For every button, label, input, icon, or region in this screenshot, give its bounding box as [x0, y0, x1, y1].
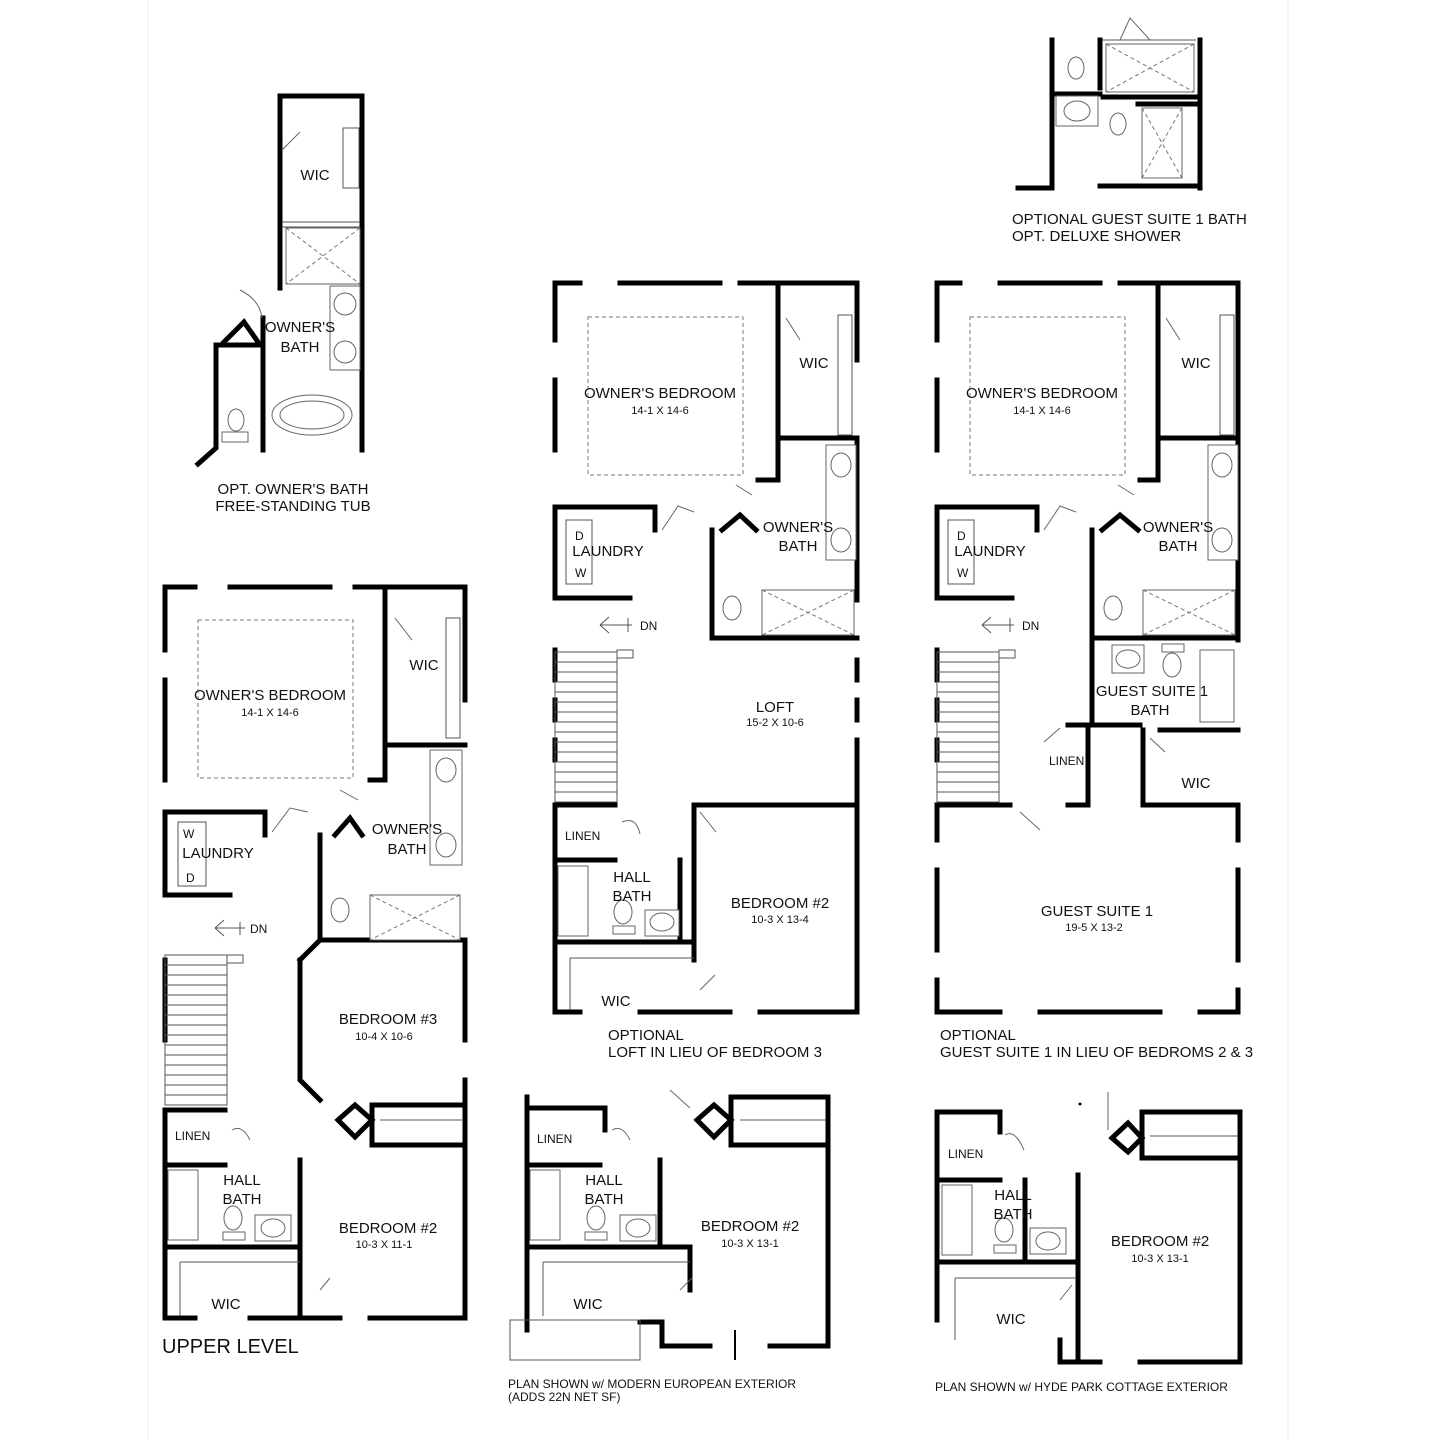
ul-owners-bath-label-1: OWNER'S: [372, 821, 442, 838]
loft-caption-2: LOFT IN LIEU OF BEDROOM 3: [608, 1044, 822, 1061]
loft-owners-bedroom-label: OWNER'S BEDROOM: [584, 385, 736, 402]
ul-owners-bath-label-2: BATH: [388, 841, 427, 858]
gs-owners-bedroom-label: OWNER'S BEDROOM: [966, 385, 1118, 402]
opt-owners-bath-caption-1: OPT. OWNER'S BATH: [218, 481, 369, 498]
hp-caption: PLAN SHOWN w/ HYDE PARK COTTAGE EXTERIOR: [935, 1380, 1228, 1394]
loft-owners-bath-label-1: OWNER'S: [763, 519, 833, 536]
gs-washer-label: W: [957, 566, 969, 580]
me-bedroom2-dim: 10-3 X 13-1: [721, 1238, 778, 1250]
loft-dim: 15-2 X 10-6: [746, 717, 803, 729]
me-hall-bath-label-1: HALL: [585, 1172, 623, 1189]
loft-caption-1: OPTIONAL: [608, 1027, 684, 1044]
gs-wic2-label: WIC: [1181, 775, 1210, 792]
me-caption-2: (ADDS 22N NET SF): [508, 1390, 620, 1404]
hp-hall-bath-label-1: HALL: [994, 1187, 1032, 1204]
guest-stairs: [936, 616, 1016, 803]
me-caption-1: PLAN SHOWN w/ MODERN EUROPEAN EXTERIOR: [508, 1377, 796, 1391]
gs-guest-suite-label: GUEST SUITE 1: [1041, 903, 1153, 920]
loft-bedroom2-dim: 10-3 X 13-4: [751, 914, 808, 926]
loft-wic2-label: WIC: [601, 993, 630, 1010]
loft-stairs: [554, 616, 634, 803]
upper-level-title: UPPER LEVEL: [162, 1336, 299, 1358]
ul-laundry-label: LAUNDRY: [182, 845, 253, 862]
gs-caption-2: GUEST SUITE 1 IN LIEU OF BEDROMS 2 & 3: [940, 1044, 1253, 1061]
gs-laundry-label: LAUNDRY: [954, 543, 1025, 560]
opt-owners-bath-label-2: BATH: [281, 339, 320, 356]
hyde-park-plan: [934, 1092, 1243, 1365]
hp-bedroom2-dim: 10-3 X 13-1: [1131, 1253, 1188, 1265]
ul-washer-label: W: [183, 827, 195, 841]
loft-option-plan: [552, 280, 860, 1015]
gs-guest-bath-label-2: BATH: [1131, 702, 1170, 719]
gs-dryer-label: D: [957, 529, 966, 543]
loft-laundry-label: LAUNDRY: [572, 543, 643, 560]
me-bedroom2-label: BEDROOM #2: [701, 1218, 799, 1235]
opt-owners-bath-label-1: OWNER'S: [265, 319, 335, 336]
ul-hall-bath-label-1: HALL: [223, 1172, 261, 1189]
ul-wic2-label: WIC: [211, 1296, 240, 1313]
ul-linen-label: LINEN: [175, 1129, 210, 1143]
me-linen-label: LINEN: [537, 1132, 572, 1146]
opt-guest-bath-caption-2: OPT. DELUXE SHOWER: [1012, 228, 1181, 245]
loft-hall-bath-label-1: HALL: [613, 869, 651, 886]
upper-level-plan: [162, 584, 468, 1321]
ul-hall-bath-label-2: BATH: [223, 1191, 262, 1208]
loft-washer-label: W: [575, 566, 587, 580]
ul-wic-label: WIC: [409, 657, 438, 674]
ul-bedroom2-dim: 10-3 X 11-1: [356, 1239, 413, 1251]
gs-wic-label: WIC: [1181, 355, 1210, 372]
ul-dryer-label: D: [186, 871, 195, 885]
opt-guest-bath-caption-1: OPTIONAL GUEST SUITE 1 BATH: [1012, 211, 1247, 228]
hp-hall-bath-label-2: BATH: [994, 1206, 1033, 1223]
guest-suite-option-plan: [934, 280, 1241, 1015]
ul-bedroom3-dim: 10-4 X 10-6: [355, 1031, 412, 1043]
modern-european-plan: [509, 1089, 831, 1361]
ul-owners-bedroom-dim: 14-1 X 14-6: [241, 707, 298, 719]
gs-owners-bath-label-2: BATH: [1159, 538, 1198, 555]
opt-guest-bath-plan: [1015, 17, 1203, 191]
loft-linen-label: LINEN: [565, 829, 600, 843]
opt-owners-bath-caption-2: FREE-STANDING TUB: [215, 498, 370, 515]
hp-linen-label: LINEN: [948, 1147, 983, 1161]
gs-guest-bath-label-1: GUEST SUITE 1: [1096, 683, 1208, 700]
ul-owners-bedroom-label: OWNER'S BEDROOM: [194, 687, 346, 704]
hp-bedroom2-label: BEDROOM #2: [1111, 1233, 1209, 1250]
me-hall-bath-label-2: BATH: [585, 1191, 624, 1208]
opt-owners-bath-plan: [194, 93, 365, 468]
opt-owners-bath-wic-label: WIC: [300, 167, 329, 184]
loft-owners-bath-label-2: BATH: [779, 538, 818, 555]
hp-wic-label: WIC: [996, 1311, 1025, 1328]
loft-dn-label: DN: [640, 619, 657, 633]
loft-bedroom2-label: BEDROOM #2: [731, 895, 829, 912]
upper-stairs: [164, 919, 245, 1106]
ul-dn-label: DN: [250, 922, 267, 936]
ul-bedroom3-label: BEDROOM #3: [339, 1011, 437, 1028]
gs-owners-bedroom-dim: 14-1 X 14-6: [1013, 405, 1070, 417]
loft-owners-bedroom-dim: 14-1 X 14-6: [631, 405, 688, 417]
ul-bedroom2-label: BEDROOM #2: [339, 1220, 437, 1237]
me-wic-label: WIC: [573, 1296, 602, 1313]
gs-owners-bath-label-1: OWNER'S: [1143, 519, 1213, 536]
loft-hall-bath-label-2: BATH: [613, 888, 652, 905]
gs-dn-label: DN: [1022, 619, 1039, 633]
loft-label: LOFT: [756, 699, 794, 716]
loft-wic-label: WIC: [799, 355, 828, 372]
gs-caption-1: OPTIONAL: [940, 1027, 1016, 1044]
gs-guest-suite-dim: 19-5 X 13-2: [1065, 922, 1122, 934]
loft-dryer-label: D: [575, 529, 584, 543]
gs-linen-label: LINEN: [1049, 754, 1084, 768]
